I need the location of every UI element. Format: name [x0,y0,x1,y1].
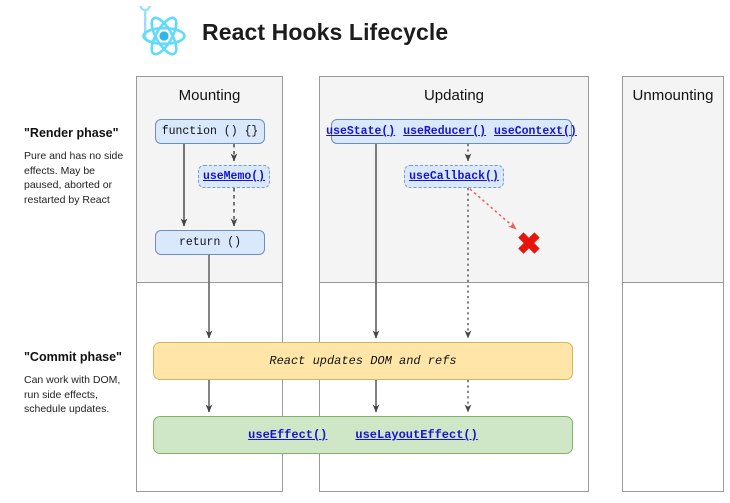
column-header-unmounting: Unmounting [632,87,714,104]
column-header-updating: Updating [423,87,485,104]
link-usecallback[interactable]: useCallback() [409,170,499,183]
commit-phase-description: Can work with DOM, run side effects, sch… [24,374,121,415]
node-function-label: function () {} [161,125,259,138]
commit-phase-title: "Commit phase" [24,350,122,364]
title-bar: React Hooks Lifecycle [0,0,730,70]
band-effect-hooks: useEffect() useLayoutEffect() [153,416,573,454]
link-usememo[interactable]: useMemo() [202,170,266,183]
band-react-updates-dom: React updates DOM and refs [153,342,573,380]
column-unmounting: Unmounting [622,76,724,492]
node-return-label: return () [178,236,242,249]
link-usecontext[interactable]: useContext() [494,125,577,138]
link-uselayouteffect[interactable]: useLayoutEffect() [355,428,478,442]
node-usecallback[interactable]: useCallback() [404,165,504,188]
react-atom-hook-icon [139,6,186,56]
render-phase-title: "Render phase" [24,126,119,140]
page-title: React Hooks Lifecycle [202,19,449,45]
link-usereducer[interactable]: useReducer() [403,125,487,138]
link-usestate[interactable]: useState() [326,125,396,138]
unmounting-render-phase-shade [623,77,723,283]
node-function-component[interactable]: function () {} [155,119,265,144]
render-phase-label-block: "Render phase" Pure and has no side effe… [24,126,132,207]
band-dom-label: React updates DOM and refs [269,354,457,368]
node-return[interactable]: return () [155,230,265,255]
node-usememo[interactable]: useMemo() [198,165,270,188]
commit-phase-label-block: "Commit phase" Can work with DOM, run si… [24,350,132,417]
column-header-mounting: Mounting [178,87,241,104]
link-useeffect[interactable]: useEffect() [248,428,328,442]
node-state-hooks-group[interactable]: useState() useReducer() useContext() [326,119,577,144]
red-x-icon: ✖ [516,228,542,261]
render-phase-description: Pure and has no side effects. May be pau… [24,150,124,206]
